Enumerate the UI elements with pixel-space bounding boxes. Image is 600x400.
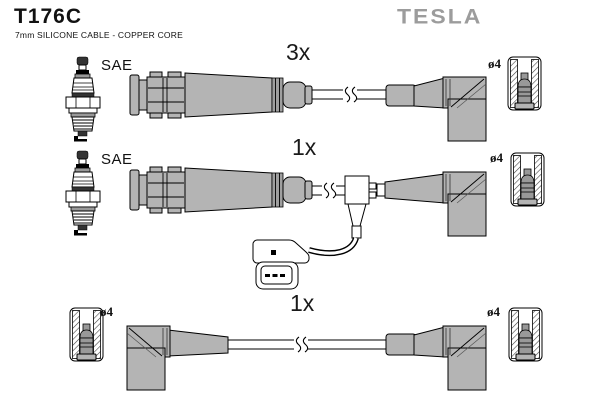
cable-ferrule [385, 84, 417, 107]
plug-standard-label: SAE [101, 57, 133, 74]
terminal-diameter-label: ø4 [100, 304, 113, 319]
terminal-diameter-label: ø4 [487, 304, 500, 319]
cable-spec: 7mm SILICONE CABLE - COPPER CORE [15, 30, 183, 40]
kit-item-row-3 [69, 307, 543, 391]
quantity-label: 3x [286, 39, 311, 65]
angled-boot [442, 76, 487, 142]
spark-plug-icon [65, 56, 101, 142]
quantity-label: 1x [292, 134, 317, 160]
straight-boot [129, 71, 313, 119]
cable-break-icon [321, 182, 337, 199]
terminal-sleeve-icon [510, 152, 545, 207]
quantity-label: 1x [290, 290, 315, 316]
terminal-sleeve-icon [69, 307, 104, 362]
angled-boot [442, 171, 487, 237]
terminal-sleeve-icon [508, 307, 543, 362]
terminal-diameter-label: ø4 [490, 150, 503, 165]
boot-taper [413, 326, 446, 358]
sensor-connector [252, 236, 359, 290]
cable-ferrule [385, 333, 417, 356]
boot-taper [384, 173, 446, 204]
boot-taper [167, 329, 229, 357]
tesla-logo: TESLA [397, 4, 483, 28]
terminal-diameter-label: ø4 [488, 56, 501, 71]
kit-item-row-2 [65, 150, 545, 290]
tee-junction [344, 175, 386, 239]
angled-boot [442, 325, 487, 391]
straight-boot [129, 166, 313, 214]
angled-boot [126, 325, 171, 391]
kit-item-row-1 [65, 56, 542, 142]
cable-break-icon [342, 86, 358, 103]
spark-plug-icon [65, 150, 101, 236]
plug-standard-label: SAE [101, 151, 133, 168]
boot-taper [413, 77, 446, 109]
terminal-sleeve-icon [507, 56, 542, 111]
part-number: T176C [14, 5, 83, 28]
cable-break-icon [293, 336, 309, 353]
